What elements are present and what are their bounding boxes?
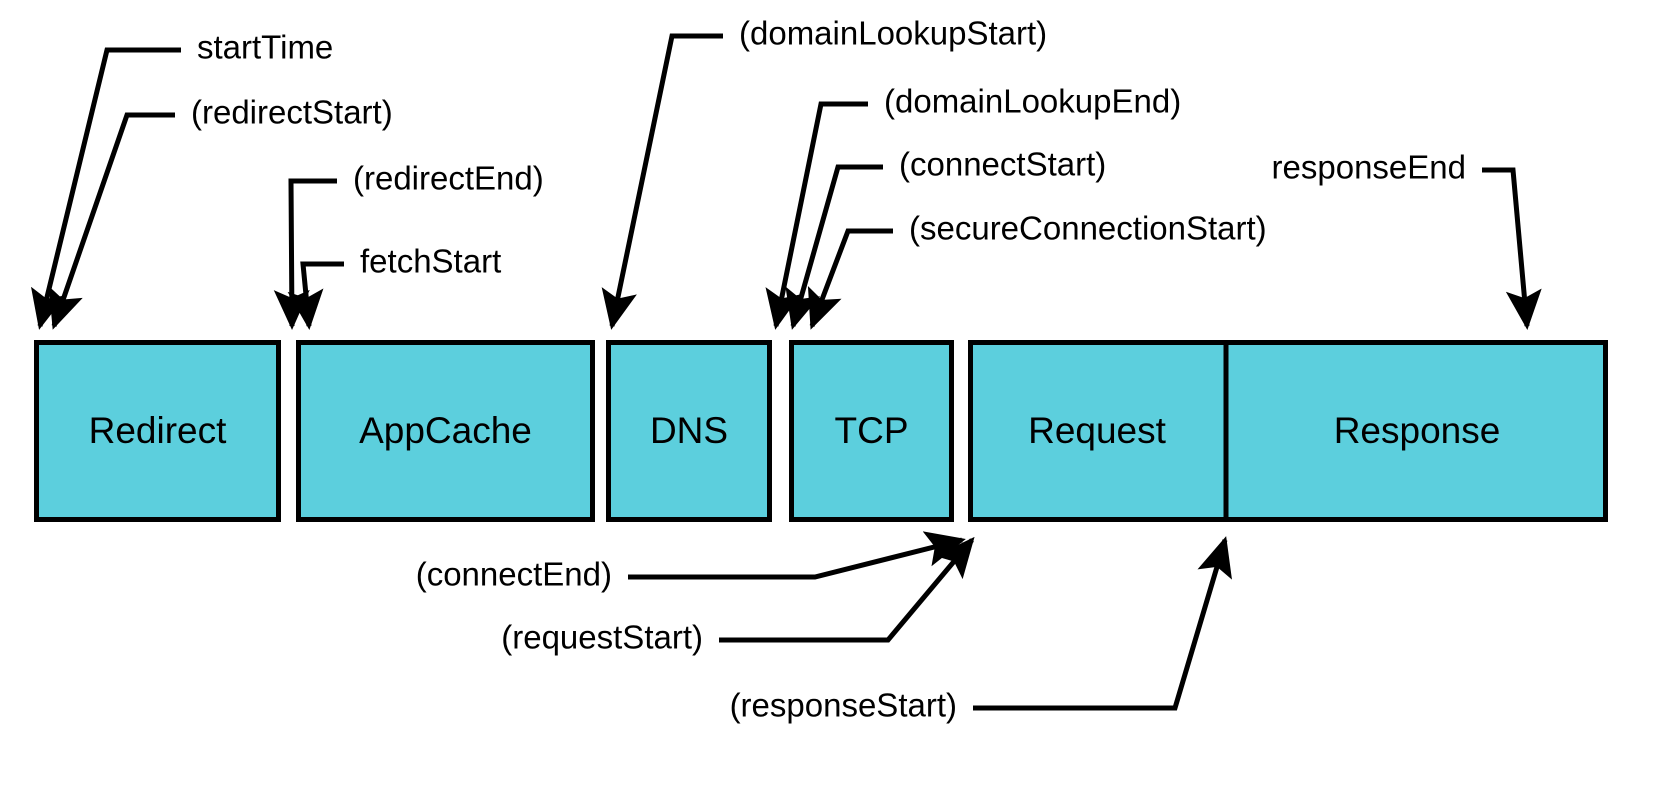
marker-label-responseEnd: responseEnd — [1272, 149, 1466, 186]
marker-labels: startTime (redirectStart) (redirectEnd) fet… — [191, 15, 1466, 724]
leader-lines — [31, 33, 1542, 711]
marker-label-connectEnd: (connectEnd) — [416, 556, 612, 593]
marker-label-redirectEnd: (redirectEnd) — [353, 160, 544, 197]
leader-responseEnd — [1482, 167, 1542, 330]
leader-connectEnd — [628, 531, 966, 580]
leader-fetchStart — [287, 261, 344, 330]
phase-group: AppCache — [296, 340, 595, 522]
phase-label-tcp: TCP — [835, 410, 909, 451]
phase-box-redirect[interactable] — [34, 340, 281, 522]
phase-group: Redirect — [34, 340, 281, 522]
marker-label-startTime: startTime — [197, 29, 333, 66]
phase-label-dns: DNS — [650, 410, 728, 451]
phase-box-appcache[interactable] — [296, 340, 595, 522]
marker-label-domainLookupStart: (domainLookupStart) — [739, 15, 1047, 52]
marker-label-connectStart: (connectStart) — [899, 146, 1106, 183]
marker-label-secureConnectionStart: (secureConnectionStart) — [909, 210, 1267, 247]
phase-group: TCP — [789, 340, 954, 522]
marker-label-requestStart: (requestStart) — [501, 619, 703, 656]
phase-label-request: Request — [1028, 410, 1167, 451]
leader-startTime — [31, 47, 181, 330]
phase-box-dns[interactable] — [606, 340, 772, 522]
phase-box-request-response[interactable] — [968, 340, 1608, 522]
phase-label-redirect: Redirect — [89, 410, 227, 451]
marker-label-fetchStart: fetchStart — [360, 243, 501, 280]
leader-redirectEnd — [273, 178, 337, 330]
leader-redirectStart — [48, 112, 175, 330]
leader-domainLookupEnd — [765, 101, 868, 330]
phase-group: Request Response — [968, 340, 1608, 522]
marker-label-domainLookupEnd: (domainLookupEnd) — [884, 83, 1181, 120]
marker-label-responseStart: (responseStart) — [730, 687, 957, 724]
leader-responseStart — [973, 536, 1232, 711]
phase-group: DNS — [606, 340, 772, 522]
leader-connectStart — [785, 164, 883, 330]
marker-label-redirectStart: (redirectStart) — [191, 94, 393, 131]
leader-requestStart — [719, 536, 975, 643]
phase-box-tcp[interactable] — [789, 340, 954, 522]
phase-label-response: Response — [1334, 410, 1501, 451]
leader-domainLookupStart — [601, 33, 723, 330]
phase-boxes: Redirect AppCache DNS TCP Request Response — [34, 340, 1608, 522]
phase-label-appcache: AppCache — [359, 410, 532, 451]
leader-secureConnectionStart — [807, 228, 893, 330]
